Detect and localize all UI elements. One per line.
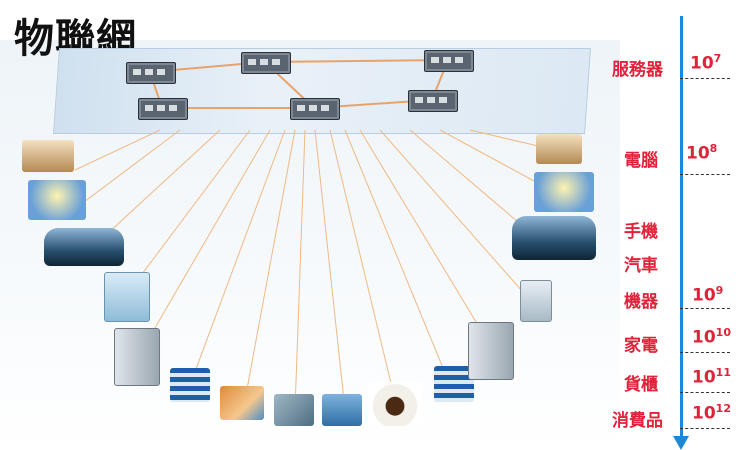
refrigerator-icon: [114, 328, 160, 386]
scale-divider: [680, 352, 730, 353]
magnitude-label: 1012: [692, 402, 731, 424]
shipping-container-icon: [434, 366, 474, 402]
city-aerial-icon: [274, 394, 314, 426]
packages-icon: [220, 386, 264, 420]
category-label: 手機: [624, 222, 658, 242]
category-label: 家電: [624, 336, 658, 356]
magnitude-label: 109: [692, 284, 724, 306]
server-icon: [290, 98, 340, 120]
category-label: 消費品: [612, 411, 663, 431]
scale-divider: [680, 392, 730, 393]
scale-arrow-line: [680, 16, 683, 440]
category-label: 機器: [624, 292, 658, 312]
category-label: 服務器: [612, 60, 663, 80]
scale-divider: [680, 174, 730, 175]
car-icon: [44, 228, 124, 266]
road-icon: [322, 394, 362, 426]
category-label: 貨櫃: [624, 375, 658, 395]
scale-arrow-head-icon: [673, 436, 689, 450]
server-icon: [241, 52, 291, 74]
magnitude-label: 108: [686, 142, 718, 164]
coffee-cup-icon: [368, 382, 422, 426]
person-at-computer-icon: [22, 140, 74, 172]
magnitude-label: 1011: [692, 366, 731, 388]
shipping-container-icon: [170, 368, 210, 402]
scale-divider: [680, 428, 730, 429]
server-icon: [408, 90, 458, 112]
server-icon: [126, 62, 176, 84]
server-icon: [424, 50, 474, 72]
scale-divider: [680, 78, 730, 79]
category-label: 汽車: [624, 256, 658, 276]
refrigerator-icon: [468, 322, 514, 380]
category-label: 電腦: [624, 151, 658, 171]
person-on-phone-icon: [28, 180, 86, 220]
scale-divider: [680, 308, 730, 309]
car-icon: [512, 216, 596, 260]
person-on-phone-icon: [534, 172, 594, 212]
magnitude-label: 1010: [692, 326, 731, 348]
server-icon: [138, 98, 188, 120]
magnitude-label: 107: [690, 52, 722, 74]
person-at-computer-icon: [536, 134, 582, 164]
vending-machine-icon: [520, 280, 552, 322]
atm-icon: [104, 272, 150, 322]
